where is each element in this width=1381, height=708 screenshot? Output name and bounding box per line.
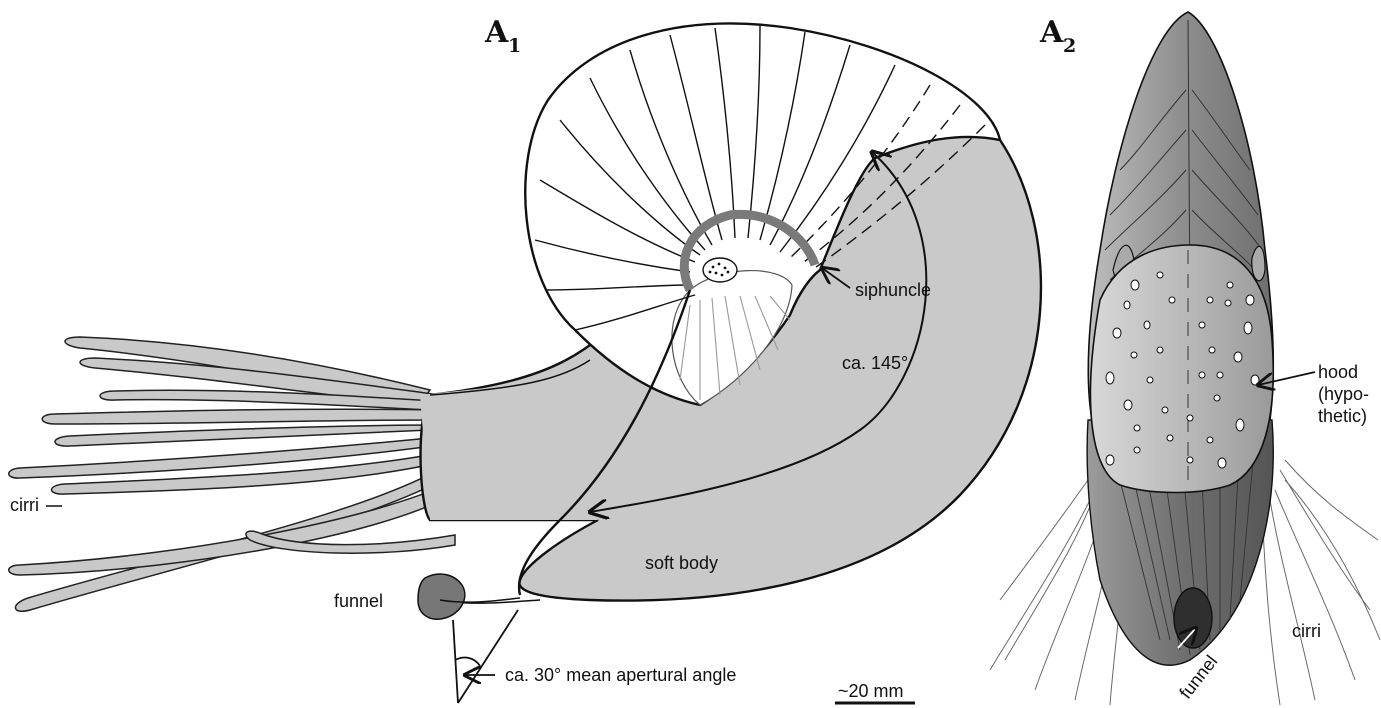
label-scale: ~20 mm xyxy=(838,681,904,701)
label-hood-2: (hypo- xyxy=(1318,384,1369,404)
panel-a1-letter: A xyxy=(484,15,509,50)
label-cirri-left: cirri xyxy=(10,495,39,515)
funnel-right xyxy=(1174,588,1212,648)
label-soft-body: soft body xyxy=(645,553,718,573)
label-funnel-left: funnel xyxy=(334,591,383,611)
label-cirri-right: cirri xyxy=(1292,621,1321,641)
cirri-arms xyxy=(9,337,460,611)
panel-a2-subscript: 2 xyxy=(1063,35,1076,57)
label-hood-3: thetic) xyxy=(1318,406,1367,426)
label-siphuncle: siphuncle xyxy=(855,280,931,300)
funnel-left xyxy=(418,574,520,619)
apertural-angle xyxy=(453,610,518,703)
label-hood-1: hood xyxy=(1318,362,1358,382)
hood xyxy=(1090,245,1273,493)
label-apertural-angle: ca. 30° mean apertural angle xyxy=(505,665,736,685)
panel-a1: A 1 xyxy=(9,15,1041,703)
panel-a1-subscript: 1 xyxy=(508,35,521,57)
panel-a2-letter: A xyxy=(1039,15,1064,50)
label-angle-145: ca. 145° xyxy=(842,353,908,373)
panel-a2: A 2 xyxy=(990,12,1380,705)
